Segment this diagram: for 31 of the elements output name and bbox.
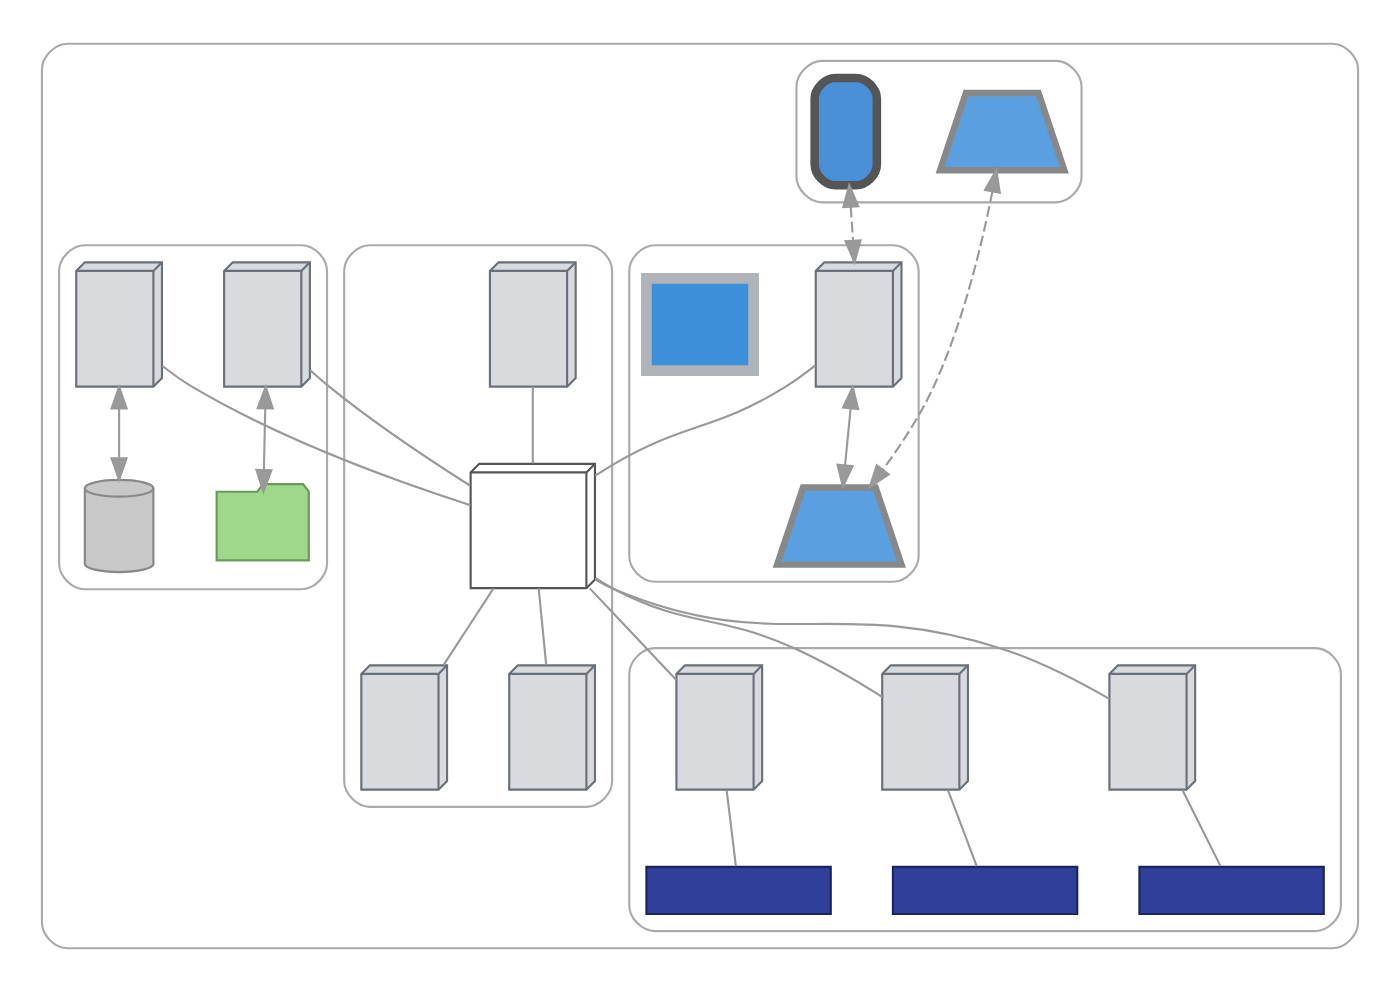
connector xyxy=(589,586,678,680)
connector xyxy=(309,368,471,486)
node-switch xyxy=(891,864,1079,915)
node-monitor xyxy=(641,272,759,375)
node-switch xyxy=(645,864,832,915)
connector xyxy=(594,576,883,697)
arrow xyxy=(841,181,862,265)
cluster xyxy=(58,243,329,590)
node-laptop xyxy=(772,483,906,567)
cluster xyxy=(343,243,614,807)
arrow xyxy=(110,382,129,482)
connector xyxy=(161,363,471,506)
connector xyxy=(594,363,816,476)
connector xyxy=(725,789,737,866)
connector xyxy=(537,587,548,664)
connector xyxy=(947,789,978,866)
cluster xyxy=(795,58,1083,203)
node-switch xyxy=(1138,864,1325,915)
cluster xyxy=(40,41,1360,949)
cluster xyxy=(628,646,1342,932)
cluster xyxy=(628,243,920,582)
connector xyxy=(442,586,495,665)
arrow xyxy=(254,382,275,494)
connector xyxy=(531,385,534,463)
connector xyxy=(1181,789,1222,866)
node-laptop xyxy=(935,88,1069,173)
arrow xyxy=(836,382,860,490)
arrow xyxy=(867,166,1002,489)
node-folder xyxy=(215,482,310,561)
node-phone xyxy=(810,72,882,189)
connector xyxy=(594,577,1110,699)
